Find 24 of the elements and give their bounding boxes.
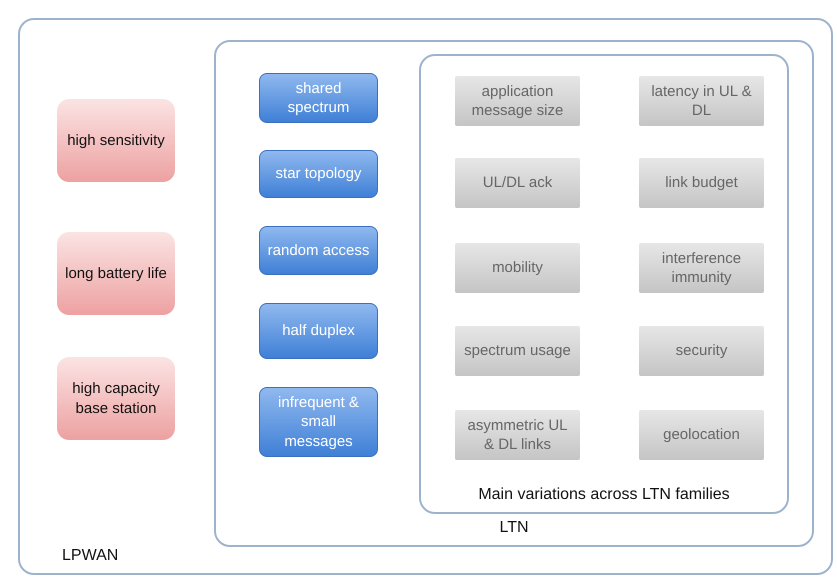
- feature-card: infrequent & small messages: [259, 387, 378, 457]
- variation-card: mobility: [455, 243, 580, 293]
- feature-card: star topology: [259, 150, 378, 198]
- variation-card: asymmetric UL & DL links: [455, 410, 580, 460]
- requirement-card: long battery life: [57, 232, 175, 315]
- variation-card: interference immunity: [639, 243, 764, 293]
- group-panel: [18, 18, 833, 575]
- group-label: LPWAN: [62, 547, 118, 565]
- feature-card: random access: [259, 226, 378, 275]
- variation-card: link budget: [639, 158, 764, 208]
- variation-card: geolocation: [639, 410, 764, 460]
- group-label: LTN: [499, 519, 529, 537]
- variation-card: spectrum usage: [455, 326, 580, 376]
- variation-card: latency in UL & DL: [639, 76, 764, 126]
- group-panel: [419, 54, 789, 514]
- feature-card: shared spectrum: [259, 73, 378, 123]
- feature-card: half duplex: [259, 303, 378, 359]
- requirement-card: high capacity base station: [57, 357, 175, 440]
- requirement-card: high sensitivity: [57, 99, 175, 182]
- variation-card: security: [639, 326, 764, 376]
- group-panel: [214, 40, 814, 547]
- group-label: Main variations across LTN families: [478, 486, 730, 504]
- variation-card: application message size: [455, 76, 580, 126]
- variation-card: UL/DL ack: [455, 158, 580, 208]
